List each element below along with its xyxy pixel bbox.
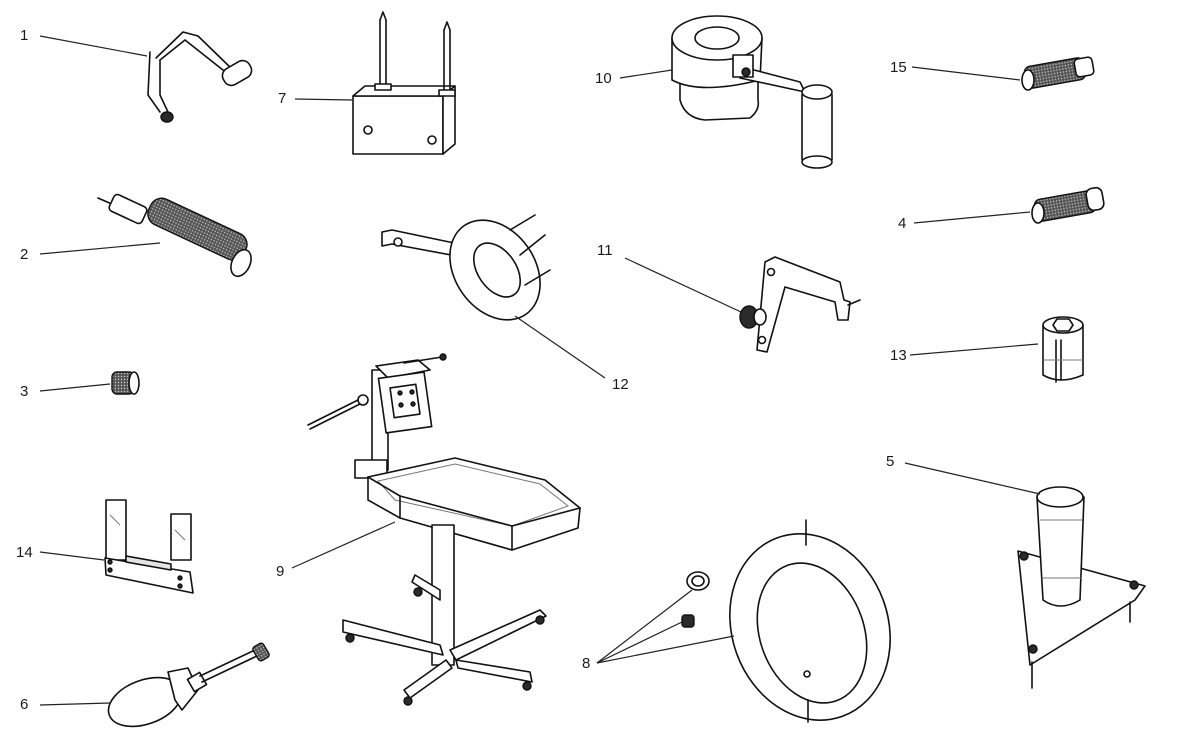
tool-6-strap-wrench: [39, 642, 270, 728]
tool-11-bracket: [624, 256, 861, 353]
tool-3-bush: [39, 371, 140, 395]
callout-13: 13: [890, 347, 907, 364]
callout-15: 15: [890, 59, 907, 76]
tool-1-hook: [39, 31, 253, 123]
tool-12-ring-tool: [381, 214, 606, 379]
callout-14: 14: [16, 544, 33, 561]
callout-2: 2: [20, 246, 29, 263]
tool-14-fork: [39, 499, 194, 594]
callout-11: 11: [597, 242, 613, 259]
tool-15-threaded-pin: [911, 56, 1095, 91]
callout-3: 3: [20, 383, 29, 400]
tool-7-pin-plate: [294, 11, 456, 155]
callout-4: 4: [898, 215, 907, 232]
callout-9: 9: [276, 563, 285, 580]
callout-7: 7: [278, 90, 287, 107]
tool-8-ring-kit: [596, 519, 891, 723]
callout-8: 8: [582, 655, 591, 672]
callout-10: 10: [595, 70, 612, 87]
callout-5: 5: [886, 453, 895, 470]
callout-12: 12: [612, 376, 629, 393]
tool-10-holder: [619, 15, 833, 169]
tool-4-pin: [913, 186, 1105, 224]
tool-9-stand: [291, 353, 581, 706]
tool-5-base-tool: [904, 462, 1146, 689]
callout-6: 6: [20, 696, 29, 713]
tool-13-socket: [909, 316, 1084, 383]
tool-2-driver: [39, 193, 252, 278]
callout-1: 1: [20, 27, 29, 44]
